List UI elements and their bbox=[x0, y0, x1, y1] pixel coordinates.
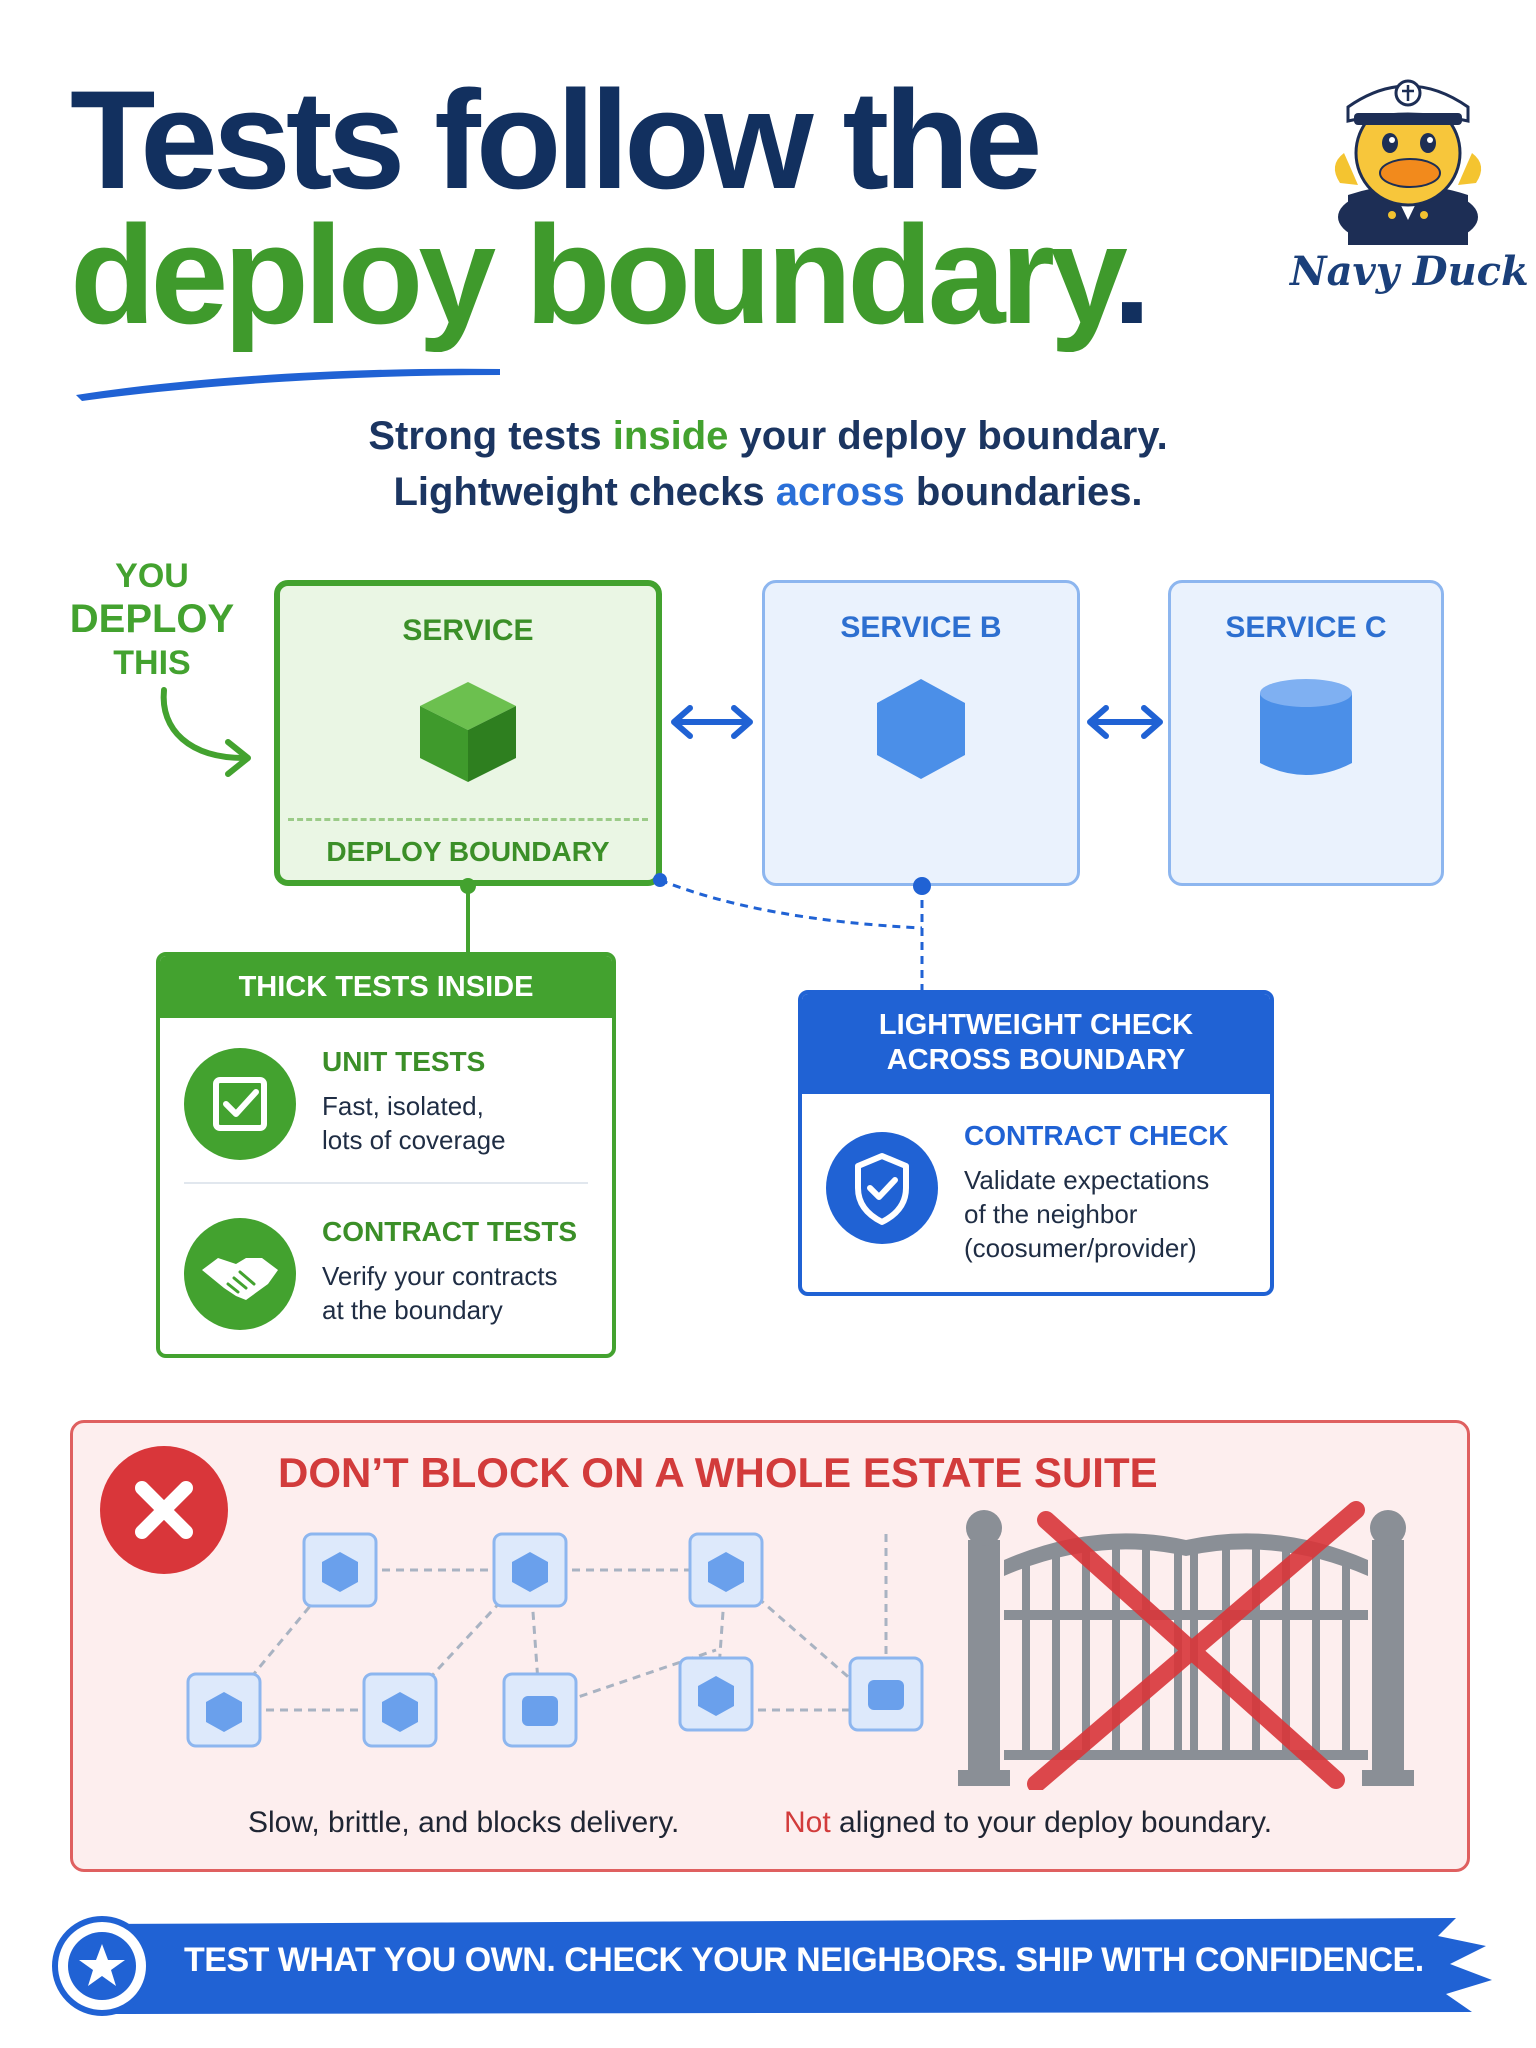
handshake-icon bbox=[184, 1218, 296, 1330]
warning-right-red: Not bbox=[784, 1806, 831, 1839]
title-line-2: deploy boundary. bbox=[70, 205, 1151, 345]
brand-name: Navy Duck bbox=[1290, 248, 1529, 295]
warning-box bbox=[70, 1420, 1470, 1872]
title-line-1: Tests follow the bbox=[70, 61, 1042, 218]
curved-arrow-icon bbox=[160, 687, 251, 777]
unit-tests-desc-2: lots of coverage bbox=[322, 1124, 506, 1155]
you-deploy-this-label: YOU DEPLOY THIS bbox=[62, 556, 242, 683]
subtitle-2c: boundaries. bbox=[904, 470, 1143, 514]
service-c-label: SERVICE C bbox=[1225, 611, 1387, 644]
service-a-label: SERVICE bbox=[402, 614, 534, 647]
warning-right-rest: aligned to your deploy boundary. bbox=[830, 1806, 1273, 1839]
hexagon-icon bbox=[877, 679, 965, 779]
title-period: . bbox=[1112, 196, 1151, 353]
connector-lines bbox=[460, 873, 931, 990]
subtitle-1a: Strong tests bbox=[368, 414, 613, 458]
title-line-2-text: deploy boundary bbox=[70, 196, 1117, 353]
you-deploy-line-3: THIS bbox=[113, 644, 191, 683]
warning-left-caption: Slow, brittle, and blocks delivery. bbox=[248, 1806, 680, 1839]
service-network-diagram bbox=[186, 1530, 924, 1748]
lightweight-check-header: LIGHTWEIGHT CHECK ACROSS BOUNDARY bbox=[802, 994, 1270, 1094]
duck-mascot-icon bbox=[1334, 79, 1482, 245]
gate-crossed-icon bbox=[958, 1501, 1414, 1790]
unit-tests-desc: Fast, isolated, lots of coverage bbox=[322, 1090, 612, 1158]
contract-check-desc-3: (coosumer/provider) bbox=[964, 1232, 1197, 1263]
contract-tests-desc: Verify your contracts at the boundary bbox=[322, 1260, 612, 1328]
contract-check-desc-2: of the neighbor bbox=[964, 1198, 1138, 1229]
contract-tests-desc-1: Verify your contracts bbox=[322, 1261, 558, 1291]
checkbox-icon bbox=[184, 1048, 296, 1160]
lightweight-header-1: LIGHTWEIGHT CHECK bbox=[878, 1009, 1194, 1041]
unit-tests-desc-1: Fast, isolated, bbox=[322, 1091, 484, 1121]
subtitle-1b: inside bbox=[612, 414, 729, 458]
bidirectional-arrow-ab-icon bbox=[671, 705, 753, 739]
footer-tagline: TEST WHAT YOU OWN. CHECK YOUR NEIGHBORS.… bbox=[184, 1941, 1424, 1979]
contract-check-title: CONTRACT CHECK bbox=[964, 1120, 1229, 1151]
database-icon bbox=[1260, 679, 1352, 775]
shield-check-icon bbox=[826, 1132, 938, 1244]
subtitle-2a: Lightweight checks bbox=[393, 470, 776, 514]
subtitle-2b: across bbox=[775, 470, 905, 514]
panel-divider bbox=[184, 1182, 588, 1184]
thick-tests-panel: THICK TESTS INSIDE UNIT TESTS Fast, isol… bbox=[156, 952, 616, 1358]
star-badge-icon bbox=[52, 1916, 152, 2016]
service-c-box: SERVICE C bbox=[1168, 580, 1444, 886]
deploy-boundary-line bbox=[288, 818, 648, 821]
service-a-box: SERVICE DEPLOY BOUNDARY bbox=[274, 580, 662, 886]
close-x-icon bbox=[100, 1446, 228, 1574]
you-deploy-line-2: DEPLOY bbox=[69, 597, 235, 642]
lightweight-check-panel: LIGHTWEIGHT CHECK ACROSS BOUNDARY CONTRA… bbox=[798, 990, 1274, 1296]
service-b-label: SERVICE B bbox=[840, 611, 1002, 644]
contract-check-desc-1: Validate expectations bbox=[964, 1165, 1210, 1195]
lightweight-header-2: ACROSS BOUNDARY bbox=[886, 1043, 1186, 1076]
bidirectional-arrow-bc-icon bbox=[1087, 705, 1163, 739]
swoosh-underline bbox=[76, 368, 500, 401]
deploy-boundary-label: DEPLOY BOUNDARY bbox=[326, 836, 610, 867]
contract-tests-desc-2: at the boundary bbox=[322, 1294, 503, 1325]
contract-check-desc: Validate expectations of the neighbor (c… bbox=[964, 1164, 1264, 1265]
subtitle-1c: your deploy boundary. bbox=[728, 414, 1168, 458]
unit-tests-title: UNIT TESTS bbox=[322, 1046, 486, 1077]
service-b-box: SERVICE B bbox=[762, 580, 1080, 886]
thick-tests-header: THICK TESTS INSIDE bbox=[160, 956, 612, 1018]
footer-banner bbox=[106, 1918, 1492, 2014]
subtitle-line-2: Lightweight checks across boundaries. bbox=[0, 464, 1536, 520]
warning-title: DON’T BLOCK ON A WHOLE ESTATE SUITE bbox=[278, 1449, 1158, 1496]
cube-icon bbox=[420, 682, 516, 782]
contract-tests-title: CONTRACT TESTS bbox=[322, 1216, 578, 1247]
subtitle-line-1: Strong tests inside your deploy boundary… bbox=[0, 408, 1536, 464]
warning-right-caption: Not aligned to your deploy boundary. bbox=[784, 1808, 1272, 1838]
you-deploy-line-1: YOU bbox=[115, 557, 189, 595]
